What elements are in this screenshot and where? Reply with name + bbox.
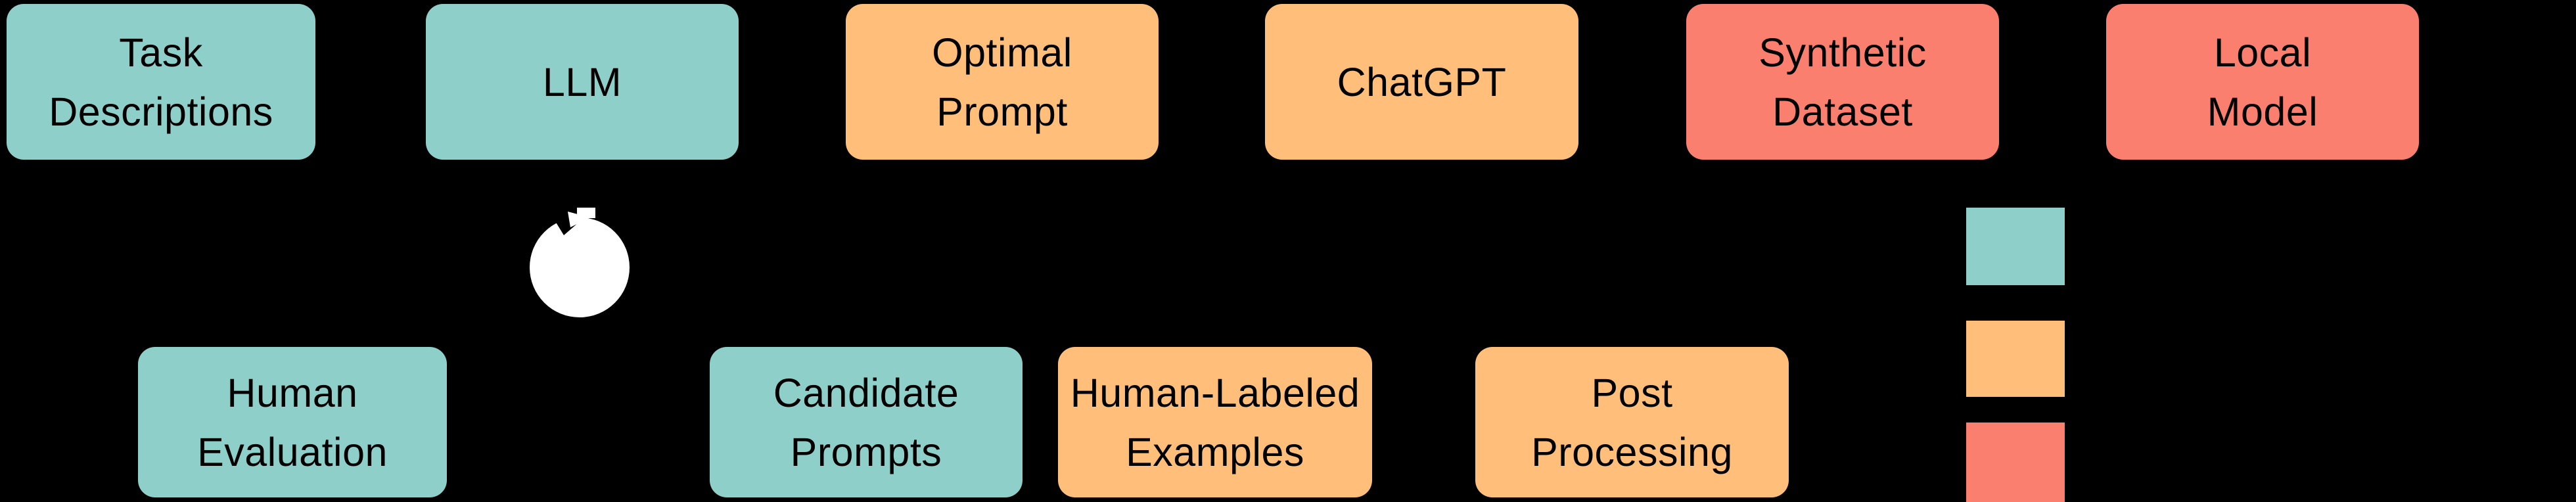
node-label: ChatGPT (1337, 59, 1507, 104)
loop-circle (530, 217, 630, 317)
node-label: LLM (542, 59, 622, 104)
loop-arrowhead (568, 212, 590, 227)
node-label: Synthetic Dataset (1759, 30, 1927, 134)
node-task-descriptions: Task Descriptions (7, 4, 315, 160)
node-label: Human Evaluation (197, 370, 388, 474)
node-label: Human-Labeled Examples (1070, 370, 1360, 474)
node-label: Task Descriptions (49, 30, 273, 134)
legend-swatch-teal (1966, 208, 2065, 285)
node-label: Candidate Prompts (773, 370, 959, 474)
node-optimal-prompt: Optimal Prompt (846, 4, 1159, 160)
node-human-evaluation: Human Evaluation (138, 347, 447, 497)
node-post-processing: Post Processing (1475, 347, 1789, 497)
clockwise-loop-icon (530, 208, 630, 317)
legend (1966, 208, 2065, 502)
node-candidate-prompts: Candidate Prompts (710, 347, 1023, 497)
legend-swatch-orange (1966, 321, 2065, 397)
node-label: Local Model (2207, 30, 2318, 134)
node-label: Post Processing (1531, 370, 1733, 474)
node-label: Optimal Prompt (932, 30, 1072, 134)
node-synthetic-dataset: Synthetic Dataset (1686, 4, 1999, 160)
legend-swatch-red (1966, 422, 2065, 502)
node-llm: LLM (426, 4, 739, 160)
node-human-labeled-examples: Human-Labeled Examples (1058, 347, 1372, 497)
node-chatgpt: ChatGPT (1265, 4, 1578, 160)
node-local-model: Local Model (2106, 4, 2419, 160)
